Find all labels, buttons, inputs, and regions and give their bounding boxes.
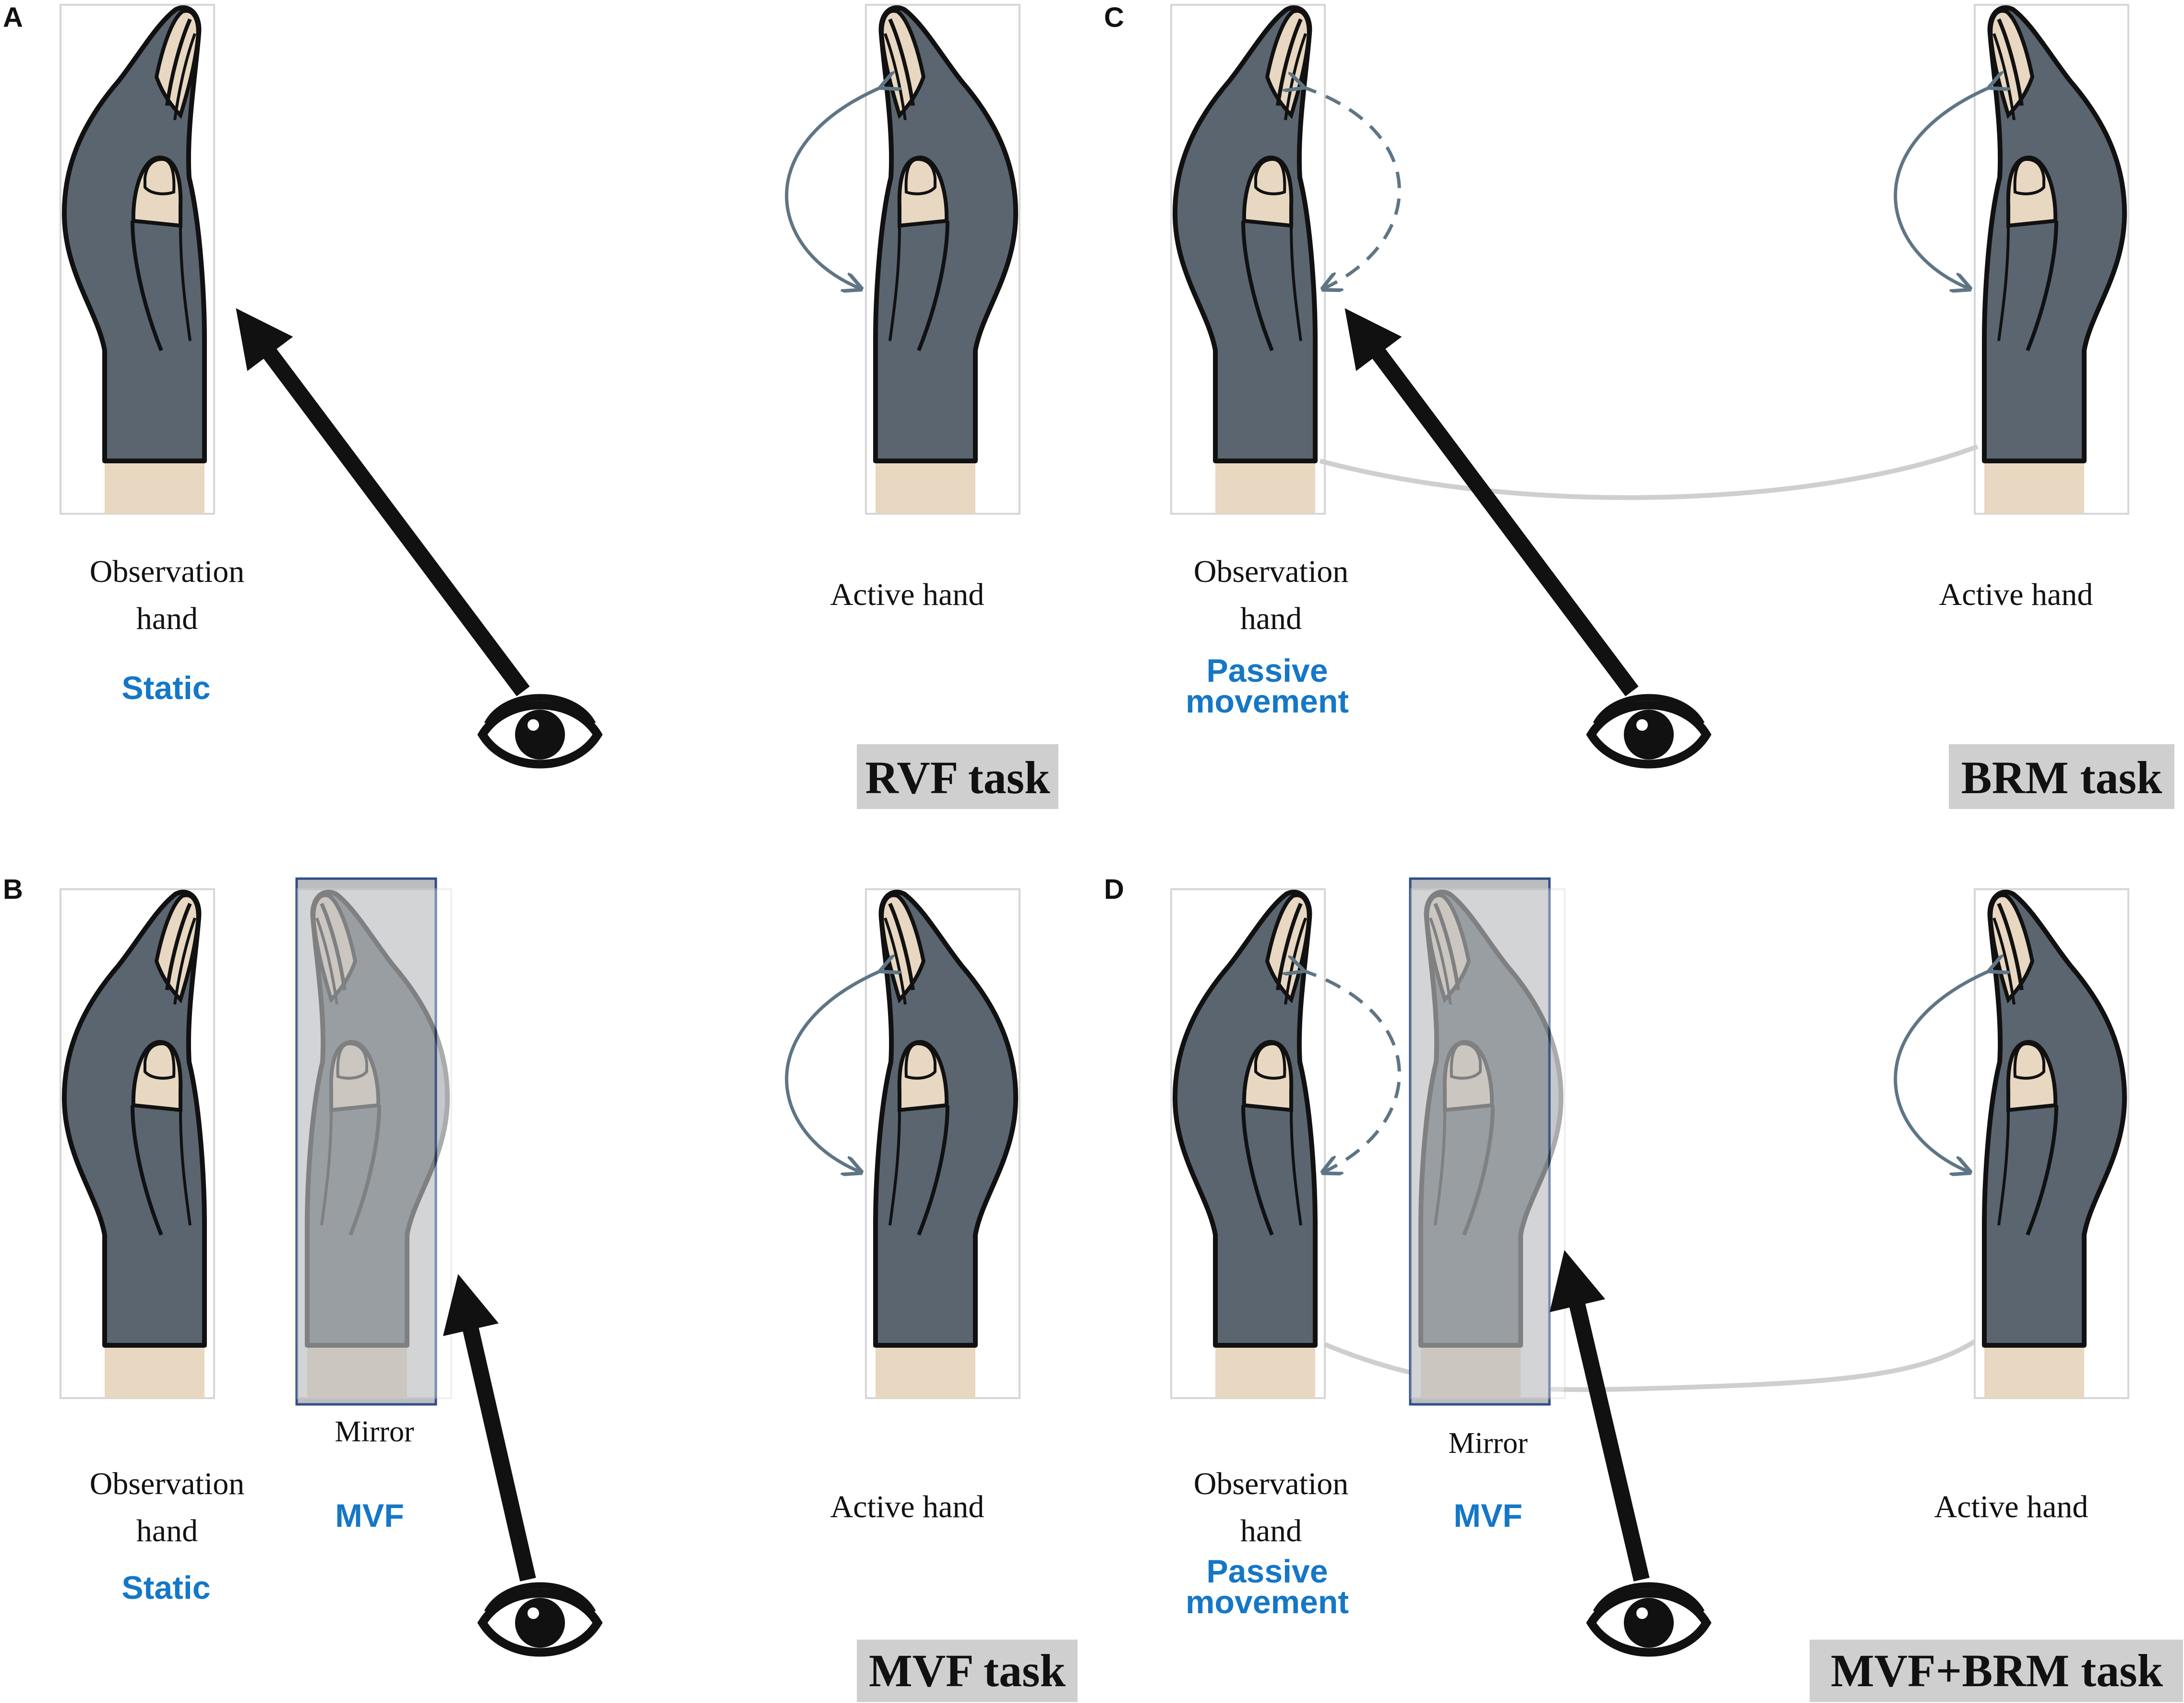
task-box [1949, 744, 2174, 809]
active-hand-icon [1975, 5, 2128, 514]
panel-b: B Mirror Observation hand Static MVF Act… [3, 874, 1078, 1702]
active-hand-label: Active hand [830, 577, 984, 612]
movement-arrow-icon [1894, 86, 1992, 288]
observation-label: Observation [90, 554, 245, 589]
observation-hand-icon [60, 5, 214, 514]
observation-label-2: hand [136, 1513, 198, 1548]
passive-movement-arrow-icon [1301, 86, 1401, 288]
observation-label: Observation [90, 1466, 245, 1501]
active-hand-icon [866, 889, 1020, 1398]
active-hand-label: Active hand [1934, 1489, 2088, 1524]
gaze-arrow-icon [236, 308, 530, 697]
observation-hand-icon [60, 889, 214, 1398]
state-label-2: movement [1186, 1584, 1349, 1620]
movement-arrow-icon [785, 86, 883, 288]
gaze-arrow-icon [443, 1274, 536, 1582]
active-hand-icon [1975, 889, 2128, 1398]
state-label: Static [121, 670, 210, 706]
task-box [1810, 1640, 2183, 1702]
eye-icon [482, 698, 598, 764]
gaze-arrow-icon [1549, 1250, 1650, 1582]
gaze-arrow-icon [1344, 308, 1639, 697]
observation-hand-icon [1171, 5, 1325, 514]
panel-d-letter: D [1104, 874, 1124, 905]
task-label: BRM task [1961, 752, 2162, 803]
panel-c-letter: C [1104, 2, 1124, 33]
mirror-label: Mirror [1448, 1427, 1528, 1460]
task-box [857, 744, 1058, 809]
panel-a-letter: A [3, 2, 23, 33]
mirror-feedback-label: MVF [1453, 1498, 1523, 1534]
eye-icon [482, 1586, 598, 1653]
active-hand-icon [866, 5, 1020, 514]
active-hand-label: Active hand [830, 1489, 984, 1524]
state-label: Passive [1206, 1553, 1328, 1590]
mirrored-hand-icon [298, 889, 451, 1398]
observation-label-2: hand [1240, 601, 1302, 636]
task-label: MVF task [869, 1645, 1066, 1696]
mirror-label: Mirror [335, 1415, 414, 1448]
panel-a: A Observation hand Static Active hand RV… [3, 2, 1058, 809]
observation-label: Observation [1194, 1466, 1349, 1501]
observation-label-2: hand [1240, 1513, 1302, 1548]
panel-c: C Observation hand Passive movement Acti… [1104, 2, 2174, 809]
observation-label-2: hand [136, 601, 198, 636]
eye-icon [1591, 1586, 1706, 1653]
state-label: Static [121, 1570, 210, 1606]
passive-movement-arrow-icon [1301, 970, 1401, 1172]
task-label: MVF+BRM task [1831, 1645, 2163, 1696]
observation-label: Observation [1194, 554, 1349, 589]
panel-b-letter: B [3, 874, 23, 905]
state-label-2: movement [1186, 683, 1349, 720]
task-box [857, 1640, 1078, 1702]
movement-arrow-icon [785, 970, 883, 1172]
mirrored-hand-icon [1411, 889, 1565, 1398]
mirror-feedback-label: MVF [335, 1498, 404, 1534]
active-hand-label: Active hand [1939, 577, 2093, 612]
state-label: Passive [1206, 652, 1328, 689]
observation-hand-icon [1171, 889, 1325, 1398]
panel-d: D Mirror Observation hand Passive moveme… [1104, 874, 2183, 1702]
movement-arrow-icon [1894, 970, 1992, 1172]
eye-icon [1591, 698, 1706, 764]
link-curve [1319, 444, 1979, 500]
task-label: RVF task [865, 752, 1050, 803]
